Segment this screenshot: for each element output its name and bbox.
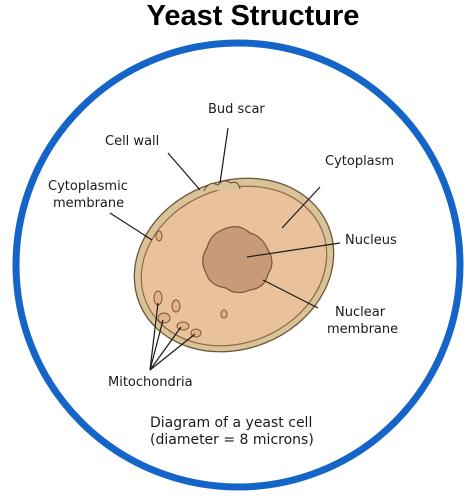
label-bud-scar: Bud scar: [208, 102, 265, 117]
caption-line-1: Diagram of a yeast cell: [150, 415, 312, 431]
mitochondria-leader: [149, 326, 182, 371]
diagram-title: Yeast Structure: [147, 0, 360, 32]
nuclear-membrane-leader: [262, 279, 319, 309]
mitochondrion: [171, 299, 181, 313]
label-cytoplasm: Cytoplasm: [325, 154, 394, 169]
label-cytoplasmic-membrane-line2: membrane: [53, 196, 124, 211]
label-cell-wall: Cell wall: [105, 134, 159, 149]
mitochondrion: [220, 309, 228, 319]
bud-scar-leader: [219, 127, 229, 184]
mitochondrion: [176, 321, 190, 331]
nucleus-shape: [202, 226, 273, 294]
cytoplasmic-membrane-leader: [109, 212, 153, 241]
label-cytoplasmic-membrane-line1: Cytoplasmic: [48, 179, 128, 194]
mitochondrion: [153, 290, 163, 306]
nucleus-leader: [246, 242, 341, 258]
mitochondria-leader: [149, 302, 159, 371]
label-mitochondria: Mitochondria: [108, 375, 193, 390]
cell-wall-leader: [167, 152, 201, 191]
caption-line-2: (diameter = 8 microns): [150, 432, 314, 448]
bud-scar-shape: [203, 180, 241, 192]
label-nucleus: Nucleus: [345, 233, 397, 248]
label-nuclear-membrane-line1: Nuclear: [335, 305, 386, 320]
mitochondrion: [155, 230, 163, 242]
mitochondria-leader: [149, 333, 196, 371]
cytoplasm-leader: [281, 186, 321, 229]
mitochondria-leader: [149, 319, 164, 371]
mitochondrion: [157, 312, 171, 324]
label-nuclear-membrane-line2: membrane: [327, 322, 398, 337]
